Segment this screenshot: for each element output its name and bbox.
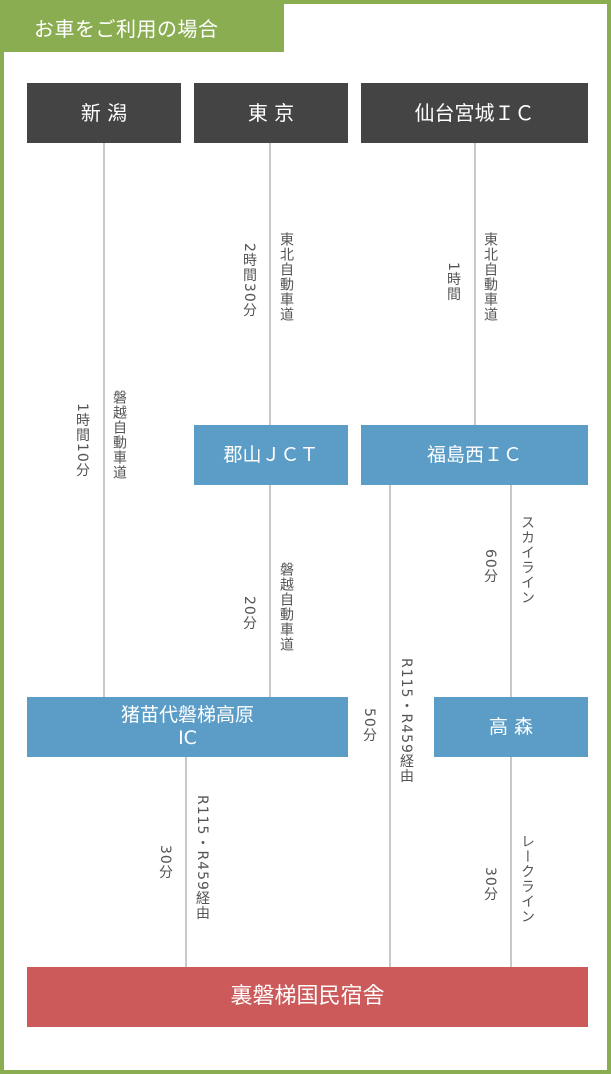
route-road-label: R115・R459経由 — [398, 658, 414, 784]
route-time-label: 2時間30分 — [241, 243, 257, 318]
junction-label-line2: IC — [178, 727, 197, 749]
route-time-label: 30分 — [482, 867, 498, 902]
route-road-label: 東北自動車道 — [482, 232, 498, 322]
junction-koriyama-jct: 郡山ＪＣＴ — [194, 425, 348, 485]
junction-inawashiro-bandai-kogen-ic: 猪苗代磐梯高原 IC — [27, 697, 348, 757]
route-road-label: スカイライン — [519, 515, 535, 605]
connector-fukushima-destination — [389, 485, 391, 968]
origin-label: 仙台宮城ＩＣ — [414, 101, 535, 125]
junction-label: 高 森 — [488, 715, 534, 738]
junction-takamori: 高 森 — [434, 697, 588, 757]
junction-fukushima-nishi-ic: 福島西ＩＣ — [361, 425, 588, 485]
route-road-label: 東北自動車道 — [278, 232, 294, 322]
header-tab: お車をご利用の場合 — [4, 4, 284, 52]
origin-tokyo: 東 京 — [194, 83, 348, 143]
route-time-label: 60分 — [482, 549, 498, 584]
connector-inawashiro-destination — [185, 757, 187, 968]
origin-sendai-miyagi-ic: 仙台宮城ＩＣ — [361, 83, 588, 143]
connector-takamori-destination — [510, 757, 512, 968]
route-road-label: 磐越自動車道 — [278, 562, 294, 652]
origin-label: 新 潟 — [80, 101, 128, 125]
route-road-label: 磐越自動車道 — [111, 390, 127, 480]
route-road-label: R115・R459経由 — [194, 795, 210, 921]
junction-label: 福島西ＩＣ — [426, 443, 522, 466]
junction-label: 猪苗代磐梯高原 — [120, 704, 254, 727]
destination-label: 裏磐梯国民宿舎 — [230, 983, 385, 1009]
origin-niigata: 新 潟 — [27, 83, 181, 143]
route-time-label: 1時間 — [445, 262, 461, 302]
destination-urabandai-kokumin-shukusha: 裏磐梯国民宿舎 — [27, 967, 588, 1027]
page-title: お車をご利用の場合 — [34, 17, 219, 41]
connector-tokyo-koriyama — [269, 143, 271, 426]
connector-niigata-inawashiro — [103, 143, 105, 698]
connector-koriyama-inawashiro — [269, 485, 271, 698]
route-panel: お車をご利用の場合 — [4, 4, 607, 1070]
route-time-label: 20分 — [241, 596, 257, 631]
connector-fukushima-takamori — [510, 485, 512, 698]
route-time-label: 1時間10分 — [74, 403, 90, 478]
junction-label: 郡山ＪＣＴ — [223, 443, 319, 466]
route-road-label: レークライン — [519, 834, 535, 924]
origin-label: 東 京 — [247, 101, 295, 125]
connector-sendai-fukushima — [474, 143, 476, 426]
route-time-label: 30分 — [157, 845, 173, 880]
route-time-label: 50分 — [361, 708, 377, 743]
